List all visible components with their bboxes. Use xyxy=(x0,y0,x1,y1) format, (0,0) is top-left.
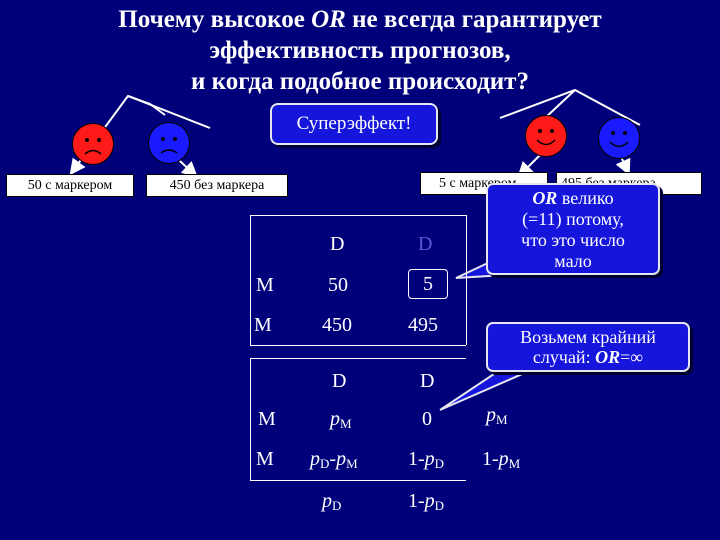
table2-cell-pd-minus-pm: pD-pM xyxy=(310,448,358,471)
title-line-3: и когда подобное происходит? xyxy=(191,68,529,95)
table1-hline-bottom xyxy=(250,345,466,346)
sad-face-red-icon xyxy=(72,123,114,165)
table2-row-m-bar: M xyxy=(256,448,274,470)
label-450-without-marker: 450 без маркера xyxy=(146,174,288,197)
table2-coltotal-1-minus-pd: 1-pD xyxy=(408,490,445,513)
happy-face-blue-icon xyxy=(598,117,640,159)
table2-hline-top xyxy=(250,358,466,359)
table2-hline-bottom xyxy=(250,480,466,481)
table2-cell-zero: 0 xyxy=(422,408,432,430)
table1-row-m-bar: M xyxy=(254,314,272,336)
callout-or-term: OR xyxy=(532,188,558,208)
table2-cell-1-minus-pd: 1-pD xyxy=(408,448,445,471)
callout-extreme-case: Возьмем крайний случай: OR=∞ xyxy=(486,322,690,372)
table2-row-m: M xyxy=(258,408,276,430)
title-line-2: эффективность прогнозов, xyxy=(209,37,511,64)
table1-hline-top xyxy=(250,215,466,216)
title-or: OR xyxy=(311,6,346,33)
table2-col-d-bar: D xyxy=(420,370,435,392)
table2-rowtotal-1-minus-pm: 1-pM xyxy=(482,448,521,471)
happy-face-red-icon xyxy=(525,115,567,157)
sad-face-blue-icon xyxy=(148,122,190,164)
table2-coltotal-pd: pD xyxy=(322,490,342,513)
label-50-with-marker: 50 с маркером xyxy=(6,174,134,197)
table1-cell-450: 450 xyxy=(322,314,352,336)
table1-vline-left xyxy=(250,215,251,345)
title-line-1: Почему высокое OR не всегда гарантирует xyxy=(118,6,602,33)
table1-cell-5: 5 xyxy=(408,269,448,299)
table2-col-d: D xyxy=(332,370,347,392)
callout-or-large: OR велико (=11) потому, что это число ма… xyxy=(486,183,660,275)
table1-vline-right xyxy=(466,215,467,345)
table1-cell-50: 50 xyxy=(328,274,348,296)
table1-cell-495: 495 xyxy=(408,314,438,336)
table2-vline-left xyxy=(250,358,251,480)
table1-row-m: M xyxy=(256,274,274,296)
supereffect-box: Суперэффект! xyxy=(270,103,438,145)
table1-col-d: D xyxy=(330,233,345,255)
table2-rowtotal-pm: pM xyxy=(486,404,508,427)
table1-col-d-bar: D xyxy=(418,233,433,255)
slide-title: Почему высокое OR не всегда гарантирует … xyxy=(40,4,680,97)
table2-cell-pm: pM xyxy=(330,408,352,431)
